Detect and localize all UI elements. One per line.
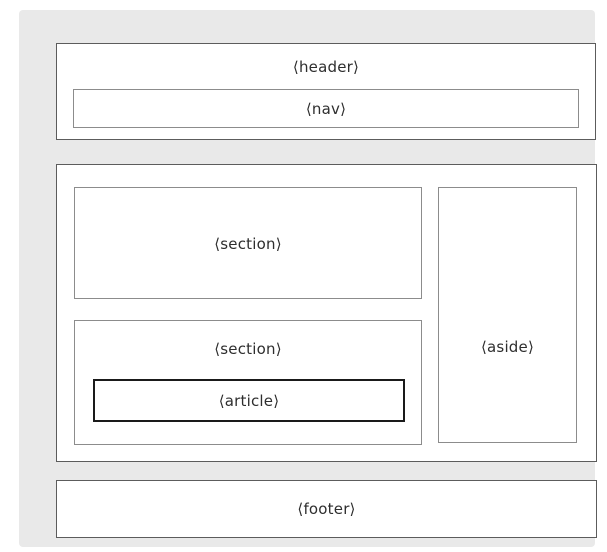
article-label: ⟨article⟩ bbox=[218, 392, 280, 410]
section-bottom-label: ⟨section⟩ bbox=[214, 340, 282, 358]
header-box: ⟨header⟩ ⟨nav⟩ bbox=[56, 43, 596, 140]
footer-box: ⟨footer⟩ bbox=[56, 480, 597, 538]
section-bottom-box: ⟨section⟩ ⟨article⟩ bbox=[74, 320, 422, 445]
main-box: ⟨section⟩ ⟨section⟩ ⟨article⟩ ⟨aside⟩ bbox=[56, 164, 597, 462]
aside-label: ⟨aside⟩ bbox=[480, 338, 535, 356]
layout-panel: ⟨header⟩ ⟨nav⟩ ⟨section⟩ ⟨section⟩ ⟨arti… bbox=[19, 10, 597, 547]
header-label: ⟨header⟩ bbox=[292, 58, 360, 76]
article-box: ⟨article⟩ bbox=[93, 379, 405, 422]
nav-label: ⟨nav⟩ bbox=[305, 100, 347, 118]
nav-box: ⟨nav⟩ bbox=[73, 89, 579, 128]
aside-box: ⟨aside⟩ bbox=[438, 187, 577, 443]
section-top-box: ⟨section⟩ bbox=[74, 187, 422, 299]
section-top-label: ⟨section⟩ bbox=[214, 235, 282, 253]
footer-label: ⟨footer⟩ bbox=[297, 500, 356, 518]
